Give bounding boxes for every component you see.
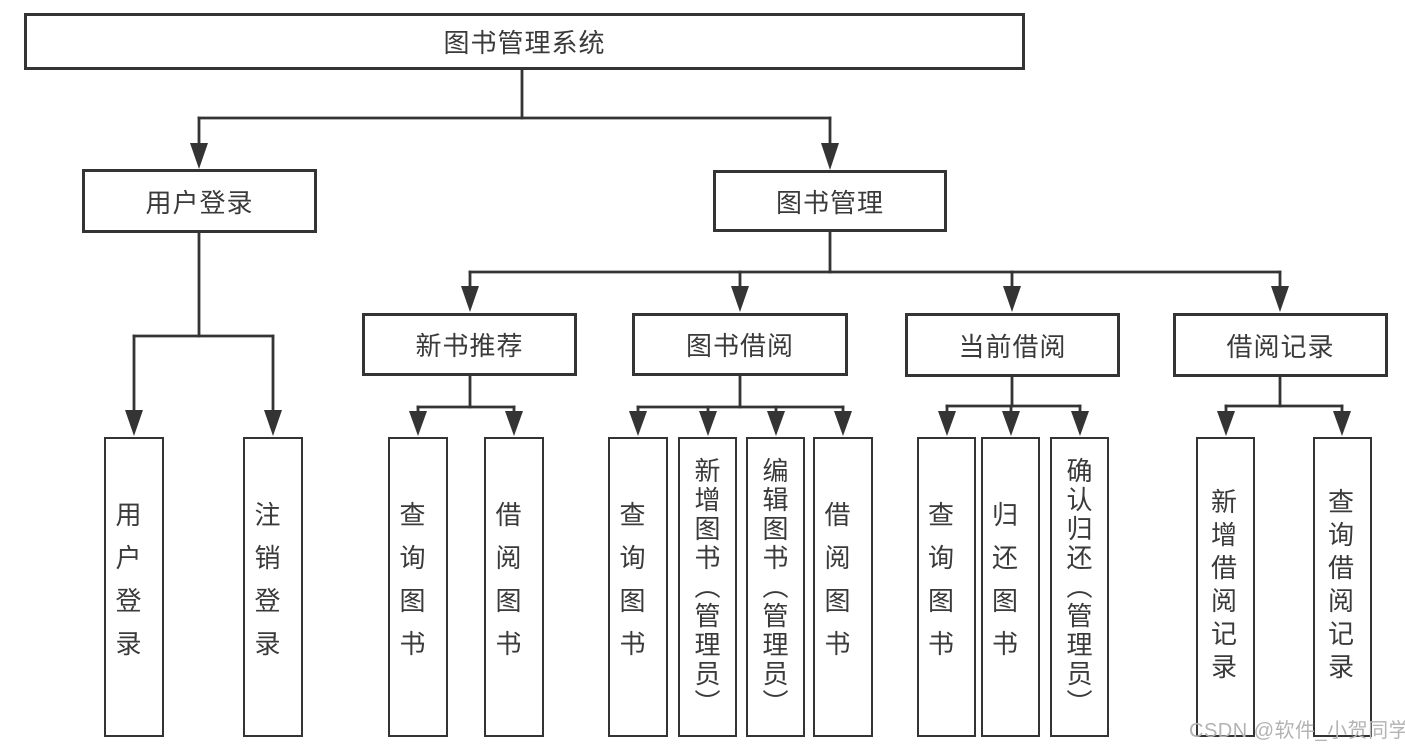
leaf-borrow-books-recommend: 借阅图书 bbox=[484, 437, 544, 737]
node-label: 新增借阅记录 bbox=[1207, 488, 1238, 686]
connector-newbook-to-leaves bbox=[409, 374, 523, 436]
node-current-borrow: 当前借阅 bbox=[905, 313, 1120, 377]
node-label: 借阅图书 bbox=[821, 501, 851, 673]
node-label: 查询图书 bbox=[616, 501, 646, 673]
connector-currentborrow-to-leaves bbox=[938, 375, 1089, 436]
node-book-management: 图书管理 bbox=[713, 170, 947, 232]
leaf-add-borrow-record: 新增借阅记录 bbox=[1196, 437, 1255, 737]
leaf-add-books-admin: 新增图书（管理员） bbox=[678, 437, 737, 737]
leaf-query-books-current: 查询图书 bbox=[917, 437, 976, 737]
leaf-edit-books-admin: 编辑图书（管理员） bbox=[746, 437, 805, 737]
connector-bookborrow-to-leaves bbox=[629, 374, 852, 436]
node-label: 查询图书 bbox=[396, 501, 426, 673]
node-label: 注销登录 bbox=[251, 501, 281, 673]
node-label: 借阅记录 bbox=[1226, 331, 1335, 362]
node-label: 归还图书 bbox=[988, 501, 1019, 673]
leaf-user-login: 用户登录 bbox=[104, 437, 164, 737]
leaf-logout: 注销登录 bbox=[243, 437, 303, 737]
node-label: 编辑图书（管理员） bbox=[759, 456, 789, 718]
connector-userlogin-to-leaves bbox=[125, 231, 282, 436]
leaf-borrow-books: 借阅图书 bbox=[813, 437, 873, 737]
node-book-borrow: 图书借阅 bbox=[632, 313, 848, 376]
node-label: 确认归还（管理员） bbox=[1063, 456, 1093, 718]
node-label: 当前借阅 bbox=[958, 331, 1067, 362]
connector-root-to-level2 bbox=[190, 68, 839, 170]
node-user-login: 用户登录 bbox=[82, 169, 317, 233]
leaf-return-books: 归还图书 bbox=[981, 437, 1040, 737]
node-label: 图书借阅 bbox=[685, 331, 794, 361]
node-label: 查询借阅记录 bbox=[1324, 488, 1355, 686]
leaf-query-borrow-record: 查询借阅记录 bbox=[1313, 437, 1372, 737]
node-new-book-recommend: 新书推荐 bbox=[362, 313, 577, 376]
node-label: 用户登录 bbox=[145, 187, 254, 218]
node-label: 借阅图书 bbox=[492, 501, 522, 673]
leaf-confirm-return-admin: 确认归还（管理员） bbox=[1050, 437, 1109, 737]
node-label: 查询图书 bbox=[924, 501, 955, 673]
node-label: 用户登录 bbox=[112, 501, 142, 673]
node-label: 图书管理系统 bbox=[443, 28, 606, 58]
node-library-management-system: 图书管理系统 bbox=[24, 13, 1025, 70]
connector-bookmgmt-to-level3 bbox=[461, 230, 1289, 312]
node-label: 新增图书（管理员） bbox=[691, 456, 721, 718]
leaf-query-books-borrow: 查询图书 bbox=[608, 437, 668, 737]
leaf-query-books-recommend: 查询图书 bbox=[388, 437, 448, 737]
node-label: 新书推荐 bbox=[415, 331, 524, 361]
node-label: 图书管理 bbox=[775, 187, 884, 218]
node-borrow-records: 借阅记录 bbox=[1173, 313, 1388, 377]
watermark-text: CSDN @软件_小贺同学 bbox=[1189, 720, 1405, 742]
connector-records-to-leaves bbox=[1217, 375, 1351, 436]
